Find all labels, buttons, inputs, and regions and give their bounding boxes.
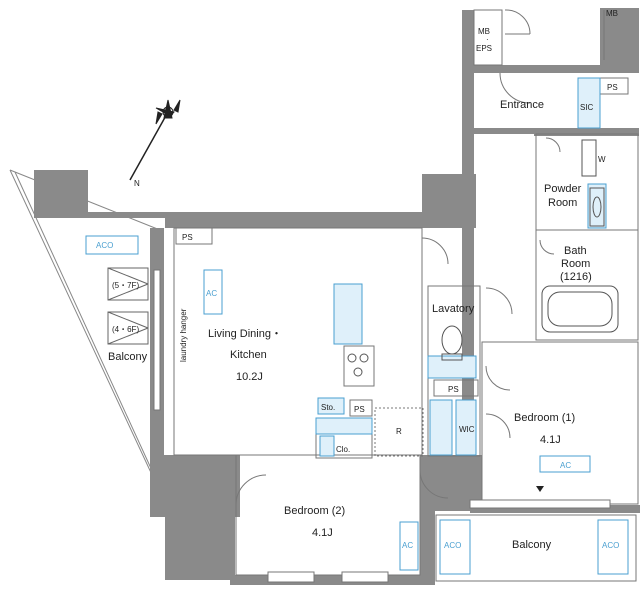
mb-eps-dot: · bbox=[486, 35, 489, 44]
ladder-hatch-lower bbox=[107, 311, 149, 345]
compass-label: N bbox=[134, 179, 140, 188]
ldk-label-line1: Living Dining・ bbox=[208, 328, 282, 340]
lavatory-label: Lavatory bbox=[432, 303, 475, 315]
washer-icon bbox=[581, 139, 597, 177]
ac-bed2-label: AC bbox=[402, 541, 413, 550]
ac-bed1-label: AC bbox=[560, 461, 571, 470]
washer-label: W bbox=[598, 155, 606, 164]
aco-left-label: ACO bbox=[96, 241, 113, 250]
aco-bottom-left-label: ACO bbox=[444, 541, 461, 550]
washbasin-icon bbox=[589, 187, 605, 227]
windows bbox=[153, 269, 611, 583]
laundry-hanger-label: laundry hanger bbox=[179, 308, 188, 362]
blue-fixtures bbox=[315, 77, 607, 457]
interior-lines bbox=[173, 9, 639, 582]
stove-burners bbox=[347, 353, 369, 377]
clo-label: Clo. bbox=[336, 445, 350, 454]
mb-label: MB bbox=[606, 9, 618, 18]
ladder-lower-label: (4・6F) bbox=[112, 325, 139, 334]
ps-kitchen-label: PS bbox=[354, 405, 365, 414]
mb-eps-line1: MB bbox=[478, 27, 490, 36]
wic-label: WIC bbox=[459, 425, 475, 434]
bath-room-line2: Room bbox=[561, 258, 590, 270]
bathtub-icon bbox=[541, 285, 619, 333]
ps-living-label: PS bbox=[182, 233, 193, 242]
aco-bottom-right-label: ACO bbox=[602, 541, 619, 550]
ladder-hatch-upper bbox=[107, 267, 149, 301]
bedroom1-label: Bedroom (1) bbox=[514, 412, 575, 424]
door-swings bbox=[235, 9, 561, 506]
powder-room-line2: Room bbox=[548, 197, 577, 209]
entry-arrow-icon bbox=[536, 486, 544, 492]
walls bbox=[34, 8, 640, 585]
ps-entrance-label: PS bbox=[607, 83, 618, 92]
bath-room-size: (1216) bbox=[560, 271, 592, 283]
powder-room-line1: Powder bbox=[544, 183, 582, 195]
ldk-size: 10.2J bbox=[236, 371, 263, 383]
balcony-left-label: Balcony bbox=[108, 351, 148, 363]
toilet-icon bbox=[441, 325, 463, 361]
balcony-bottom-label: Balcony bbox=[512, 539, 552, 551]
ldk-label-line2: Kitchen bbox=[230, 349, 267, 361]
bath-room-line1: Bath bbox=[564, 245, 587, 257]
entrance-label: Entrance bbox=[500, 99, 544, 111]
sto-label: Sto. bbox=[321, 403, 335, 412]
sic-label: SIC bbox=[580, 103, 594, 112]
ac-living-label: AC bbox=[206, 289, 217, 298]
ps-lavatory-label: PS bbox=[448, 385, 459, 394]
bedroom2-size: 4.1J bbox=[312, 527, 333, 539]
compass-rose bbox=[129, 99, 181, 181]
bedroom1-size: 4.1J bbox=[540, 434, 561, 446]
aco-boxes bbox=[85, 235, 629, 575]
refrigerator-label: R bbox=[396, 427, 402, 436]
ladder-upper-label: (5・7F) bbox=[112, 281, 139, 290]
mb-eps-line2: EPS bbox=[476, 44, 492, 53]
bedroom2-label: Bedroom (2) bbox=[284, 505, 345, 517]
